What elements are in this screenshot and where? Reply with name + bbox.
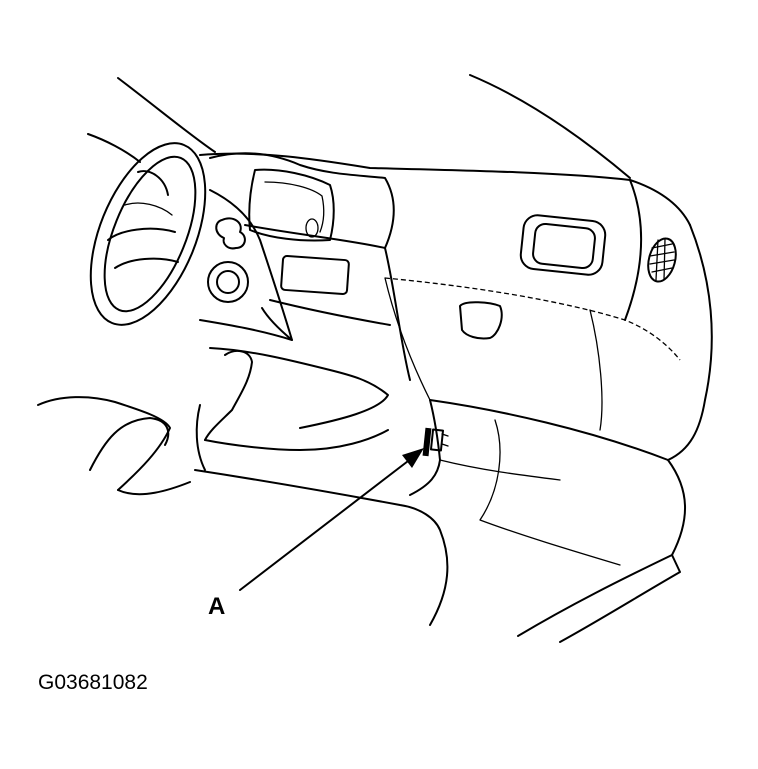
seat-bolster	[37, 396, 171, 491]
cluster-face	[248, 168, 335, 242]
glovebox-seam-top	[384, 277, 681, 361]
center-vent-icon	[519, 214, 607, 276]
connector-a-icon	[422, 427, 449, 457]
steering-column-cover	[209, 189, 293, 341]
dash-lower-rib	[589, 309, 603, 431]
combination-switch	[215, 217, 246, 250]
callout-label-a: A	[208, 593, 225, 620]
dash-right-face	[624, 179, 643, 321]
cluster-hood	[209, 152, 395, 249]
side-vent-icon	[647, 237, 677, 283]
dash-top-edge	[199, 152, 691, 226]
floor-line	[439, 459, 561, 481]
center-console	[209, 347, 389, 429]
steering-wheel	[89, 142, 207, 326]
dash-right-end	[667, 224, 713, 461]
callout-arrow	[239, 448, 424, 591]
column-lower-panel	[199, 307, 293, 341]
cluster-inner	[264, 181, 325, 233]
console-base	[204, 429, 389, 451]
glovebox-bottom	[429, 399, 669, 461]
windshield-left-edge	[117, 77, 216, 153]
stack-lower	[269, 299, 391, 326]
center-stack	[244, 224, 411, 381]
floor-right	[479, 419, 621, 566]
glovebox-left-edge	[384, 277, 431, 401]
radio-panel	[280, 255, 350, 295]
lower-trim-line	[194, 469, 449, 626]
console-side	[195, 404, 206, 471]
cluster-knob	[305, 218, 319, 238]
seat-cushion	[89, 417, 170, 471]
a-pillar-left	[87, 133, 141, 163]
door-sill-lower	[559, 554, 681, 643]
windshield-right-edge	[469, 74, 631, 179]
glovebox-latch	[459, 301, 503, 340]
seat-edge	[117, 481, 191, 496]
shift-boot	[204, 349, 253, 441]
door-sill	[517, 459, 687, 637]
ignition-switch-icon	[207, 261, 249, 303]
figure-code: G03681082	[38, 671, 148, 694]
